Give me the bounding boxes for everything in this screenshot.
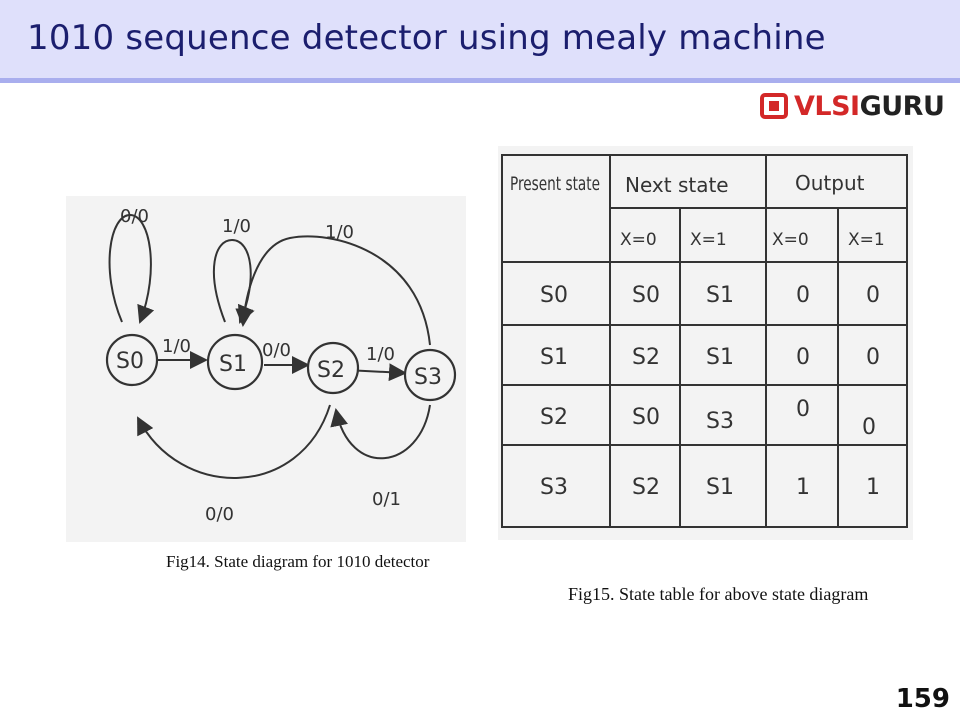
table-cell: S1 — [706, 475, 734, 500]
slide-title: 1010 sequence detector using mealy machi… — [27, 18, 826, 58]
table-cell: S1 — [706, 283, 734, 308]
table-cell: S2 — [540, 405, 568, 430]
table-cell: 0 — [796, 397, 810, 422]
state-label: S2 — [317, 358, 345, 383]
page-number: 159 — [895, 684, 950, 714]
state-node — [306, 341, 360, 395]
table-cell: 1 — [866, 475, 880, 500]
header-next-state: Next state — [625, 173, 729, 197]
state-label: S0 — [116, 349, 144, 374]
transition-label: 1/0 — [222, 216, 251, 237]
table-cell: S0 — [632, 283, 660, 308]
state-label: S1 — [219, 352, 247, 377]
header-present-state: Present state — [510, 173, 600, 195]
table-cell: 0 — [866, 283, 880, 308]
state-node — [105, 333, 159, 387]
state-table-caption: Fig15. State table for above state diagr… — [568, 584, 869, 604]
transition-label: 0/1 — [372, 489, 401, 510]
subheader-cell: X=1 — [690, 230, 727, 250]
logo-text-guru: GURU — [859, 90, 945, 122]
transition-label: 0/0 — [205, 504, 234, 525]
header-output: Output — [795, 171, 865, 195]
table-cell: S2 — [632, 475, 660, 500]
transition-label: 1/0 — [366, 344, 395, 365]
table-cell: S0 — [632, 405, 660, 430]
table-cell: 0 — [796, 345, 810, 370]
table-cell: S3 — [540, 475, 568, 500]
transition-label: 0/0 — [262, 340, 291, 361]
subheader-cell: X=0 — [620, 230, 657, 250]
state-node — [403, 348, 457, 402]
state-table-panel — [498, 146, 913, 540]
transition-label: 1/0 — [162, 336, 191, 357]
table-cell: S2 — [632, 345, 660, 370]
table-cell: 0 — [866, 345, 880, 370]
table-cell: S1 — [706, 345, 734, 370]
table-cell: S3 — [706, 409, 734, 434]
logo-mark-icon — [760, 92, 790, 120]
state-label: S3 — [414, 365, 442, 390]
title-bar: 1010 sequence detector using mealy machi… — [0, 0, 960, 83]
state-diagram-caption: Fig14. State diagram for 1010 detector — [166, 552, 430, 571]
subheader-cell: X=1 — [848, 230, 885, 250]
transition-label: 1/0 — [325, 222, 354, 243]
table-cell: S1 — [540, 345, 568, 370]
table-cell: 1 — [796, 475, 810, 500]
subheader-cell: X=0 — [772, 230, 809, 250]
table-cell: S0 — [540, 283, 568, 308]
state-node — [206, 333, 264, 391]
table-cell: 0 — [796, 283, 810, 308]
logo-text-vlsi: VLSI — [794, 90, 860, 122]
table-cell: 0 — [862, 415, 876, 440]
present-state-text: Present state — [510, 173, 600, 195]
transition-label: 0/0 — [120, 206, 149, 227]
